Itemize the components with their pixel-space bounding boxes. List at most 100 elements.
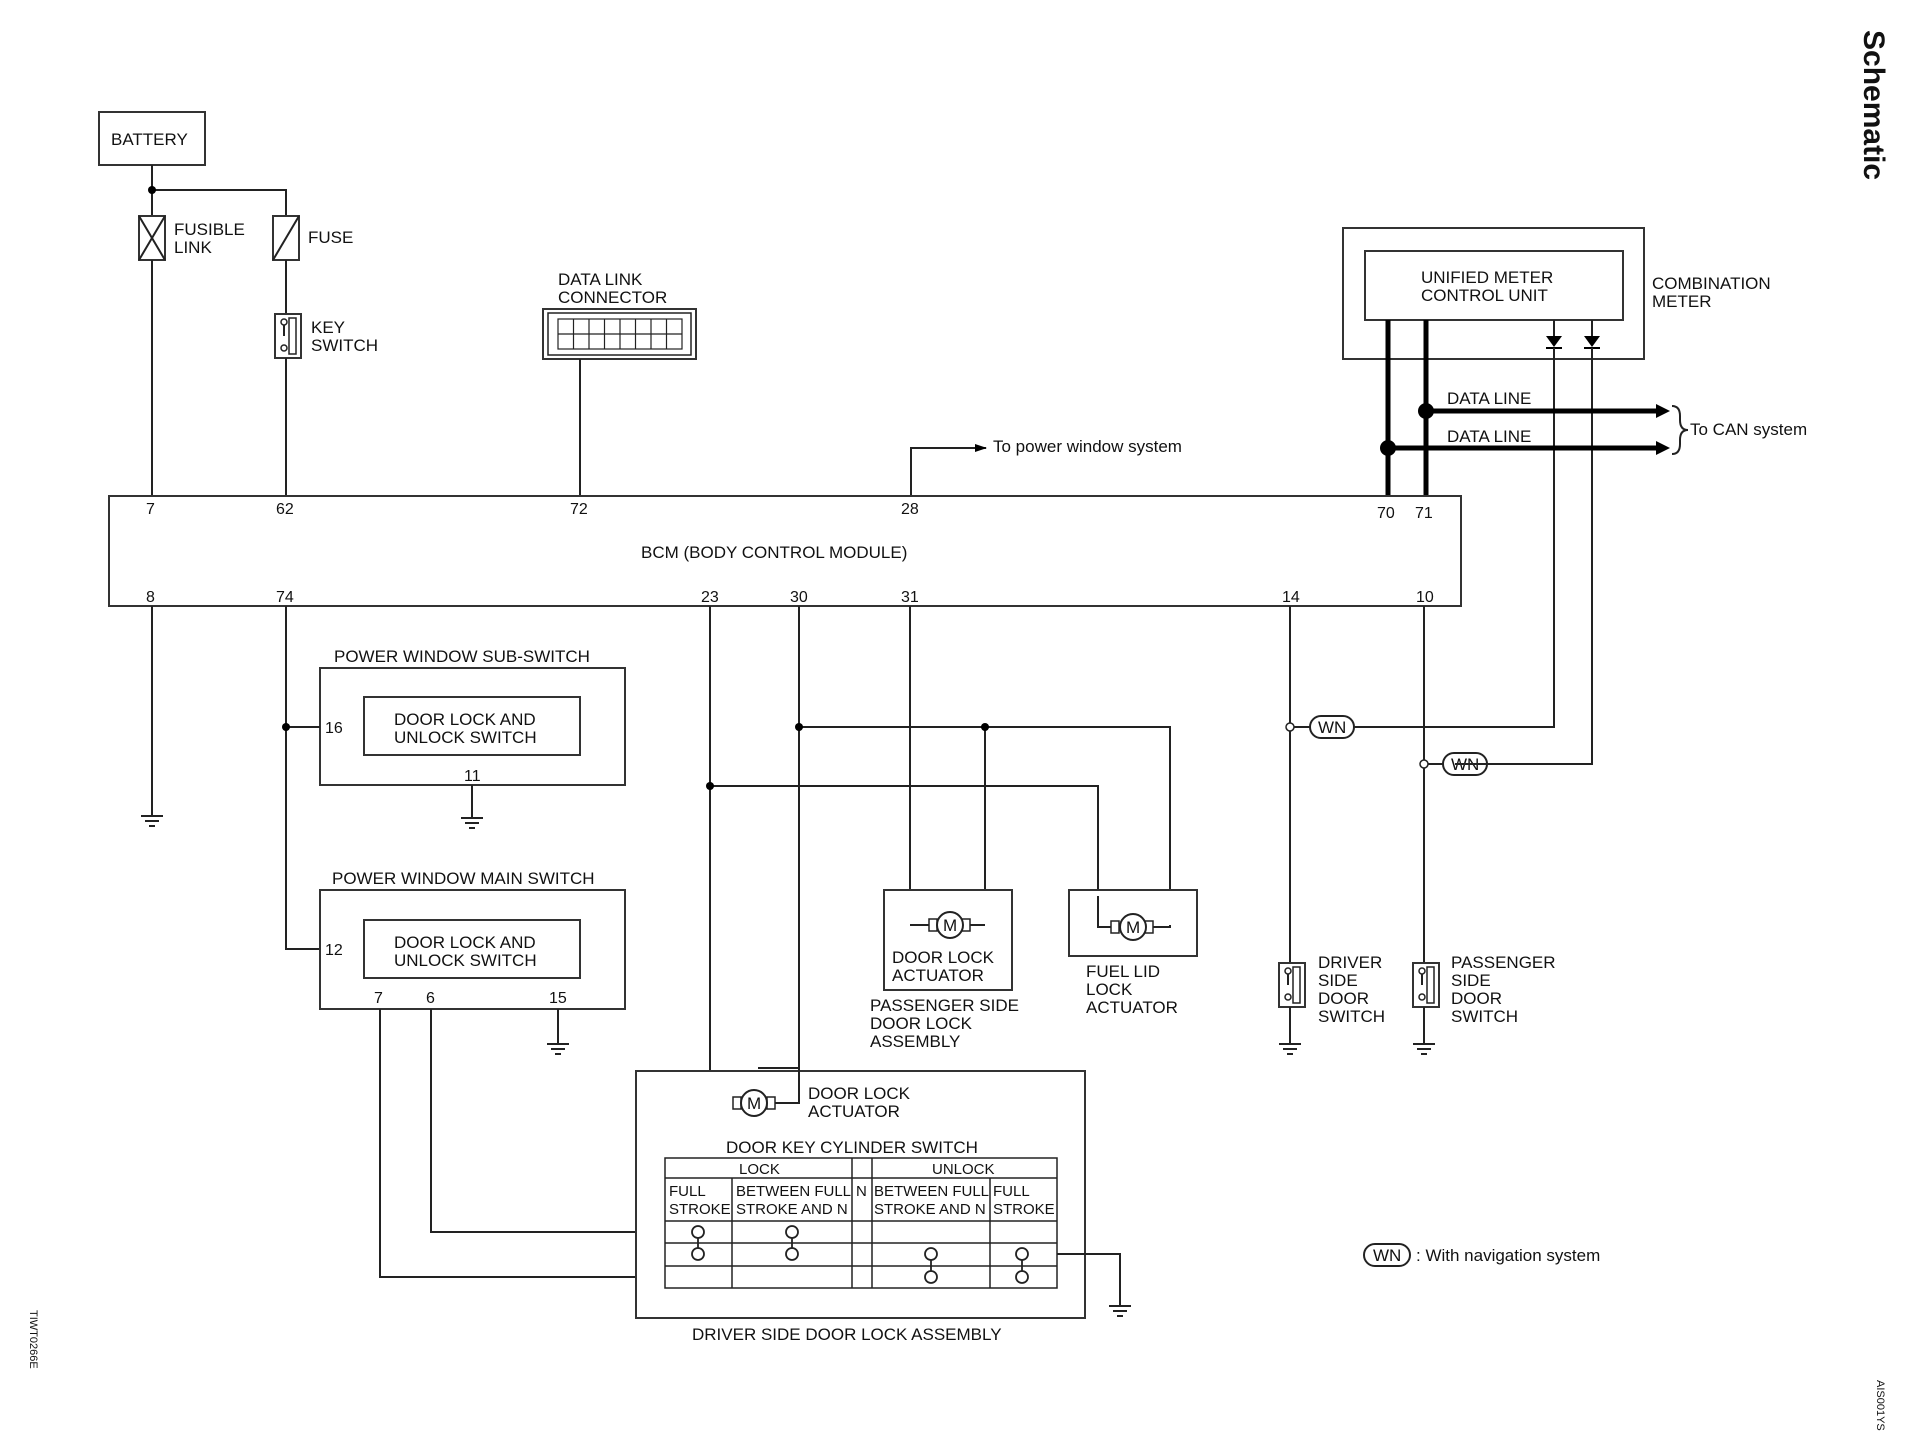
bcm-pin-71: 71 <box>1415 505 1433 522</box>
key-cylinder-table <box>664 1157 1058 1289</box>
bcm-pin-74: 74 <box>276 589 294 606</box>
kc-between-2b: STROKE AND N <box>874 1201 986 1218</box>
driver-switch-label-4: SWITCH <box>1318 1007 1385 1026</box>
fuel-lid-label-3: ACTUATOR <box>1086 998 1178 1017</box>
battery-box <box>98 111 206 166</box>
driver-actuator-label-2: ACTUATOR <box>808 1102 900 1121</box>
pw-sub-pin-11: 11 <box>464 768 481 785</box>
bcm-pin-70: 70 <box>1377 505 1395 522</box>
ground-2 <box>461 817 483 829</box>
kc-full-stroke-1b: STROKE <box>669 1201 731 1218</box>
kc-unlock: UNLOCK <box>932 1161 995 1178</box>
pw-main-switch-inner <box>363 919 581 979</box>
ground-driver-assembly <box>1109 1305 1131 1317</box>
passenger-actuator-label-2: ACTUATOR <box>892 966 984 985</box>
data-line-1-label: DATA LINE <box>1447 389 1531 408</box>
kc-lock: LOCK <box>739 1161 780 1178</box>
kc-n: N <box>856 1183 867 1200</box>
key-switch <box>274 313 302 359</box>
kc-between-2a: BETWEEN FULL <box>874 1183 989 1200</box>
can-system-label: To CAN system <box>1690 420 1807 439</box>
passenger-assembly-label-2: DOOR LOCK <box>870 1014 973 1033</box>
passenger-actuator-label-1: DOOR LOCK <box>892 948 995 967</box>
passenger-switch-label-4: SWITCH <box>1451 1007 1518 1026</box>
unified-meter-label-1: UNIFIED METER <box>1421 268 1553 287</box>
kc-full-stroke-2b: STROKE <box>993 1201 1055 1218</box>
power-window-system-label: To power window system <box>993 437 1182 456</box>
driver-actuator-label-1: DOOR LOCK <box>808 1084 911 1103</box>
kc-full-stroke-1a: FULL <box>669 1183 706 1200</box>
bcm-pin-7: 7 <box>146 501 155 518</box>
bcm-pin-8: 8 <box>146 589 155 606</box>
pw-main-inner-label-1: DOOR LOCK AND <box>394 933 536 952</box>
figure-code-right: AIS001YS <box>1874 1380 1886 1431</box>
driver-door-switch <box>1278 962 1306 1008</box>
driver-switch-label-1: DRIVER <box>1318 953 1382 972</box>
wn-legend-tag-text: WN <box>1373 1246 1401 1265</box>
bcm-module <box>108 495 1462 607</box>
ground-driver-switch <box>1279 1043 1301 1055</box>
dlc-label-1: DATA LINK <box>558 270 643 289</box>
passenger-door-lock-motor: M <box>928 911 971 939</box>
fusible-link-label-2: LINK <box>174 238 212 257</box>
fusible-link <box>138 215 166 261</box>
unified-meter-control-unit <box>1364 250 1624 321</box>
passenger-switch-label-2: SIDE <box>1451 971 1491 990</box>
pw-main-switch-title: POWER WINDOW MAIN SWITCH <box>332 869 595 888</box>
pw-main-pin-7: 7 <box>374 990 383 1007</box>
pw-main-pin-15: 15 <box>549 990 567 1007</box>
ground-3 <box>547 1043 569 1055</box>
battery-label: BATTERY <box>111 130 188 149</box>
driver-switch-label-2: SIDE <box>1318 971 1358 990</box>
data-link-connector <box>542 308 697 360</box>
ground-1 <box>141 815 163 827</box>
pw-sub-inner-label-2: UNLOCK SWITCH <box>394 728 537 747</box>
pw-sub-switch-title: POWER WINDOW SUB-SWITCH <box>334 647 590 666</box>
pw-main-pin-12: 12 <box>325 942 343 959</box>
wn-tag-1-text: WN <box>1318 718 1346 737</box>
passenger-switch-label-3: DOOR <box>1451 989 1502 1008</box>
bcm-pin-28: 28 <box>901 501 919 518</box>
kc-full-stroke-2a: FULL <box>993 1183 1030 1200</box>
key-switch-label-1: KEY <box>311 318 345 337</box>
bcm-pin-14: 14 <box>1282 589 1300 606</box>
key-switch-label-2: SWITCH <box>311 336 378 355</box>
driver-motor-m: M <box>747 1094 761 1113</box>
fuel-lid-label-1: FUEL LID <box>1086 962 1160 981</box>
pw-sub-switch-inner <box>363 696 581 756</box>
page-title: Schematic <box>1857 30 1890 180</box>
bcm-pin-30: 30 <box>790 589 808 606</box>
pw-sub-pin-16: 16 <box>325 720 343 737</box>
passenger-motor-m: M <box>943 916 957 935</box>
driver-switch-label-3: DOOR <box>1318 989 1369 1008</box>
pw-main-pin-6: 6 <box>426 990 435 1007</box>
fuel-lid-motor: M <box>1110 913 1154 941</box>
fuel-lid-motor-m: M <box>1126 918 1140 937</box>
passenger-door-switch <box>1412 962 1440 1008</box>
driver-assembly-label: DRIVER SIDE DOOR LOCK ASSEMBLY <box>692 1325 1002 1344</box>
ground-passenger-switch <box>1413 1043 1435 1055</box>
dlc-label-2: CONNECTOR <box>558 288 667 307</box>
data-line-2-label: DATA LINE <box>1447 427 1531 446</box>
bcm-pin-23: 23 <box>701 589 719 606</box>
wn-legend-tag: WN <box>1363 1243 1411 1267</box>
passenger-door-lock-box <box>883 889 1013 991</box>
driver-door-lock-motor: M <box>732 1089 776 1117</box>
figure-code-left: TIWT0266E <box>27 1310 39 1369</box>
fuse-label: FUSE <box>308 228 353 247</box>
bcm-pin-31: 31 <box>901 589 919 606</box>
kc-contacts <box>691 1225 1029 1284</box>
bcm-pin-62: 62 <box>276 501 294 518</box>
combination-meter-label-1: COMBINATION <box>1652 274 1771 293</box>
wn-legend-text: : With navigation system <box>1416 1246 1600 1265</box>
passenger-assembly-label-1: PASSENGER SIDE <box>870 996 1019 1015</box>
bcm-pin-72: 72 <box>570 501 588 518</box>
kc-between-1b: STROKE AND N <box>736 1201 848 1218</box>
pw-sub-inner-label-1: DOOR LOCK AND <box>394 710 536 729</box>
passenger-assembly-label-3: ASSEMBLY <box>870 1032 960 1051</box>
wn-tag-1: WN <box>1309 715 1355 739</box>
pw-main-inner-label-2: UNLOCK SWITCH <box>394 951 537 970</box>
key-cylinder-title: DOOR KEY CYLINDER SWITCH <box>726 1138 978 1157</box>
combination-meter-label-2: METER <box>1652 292 1712 311</box>
